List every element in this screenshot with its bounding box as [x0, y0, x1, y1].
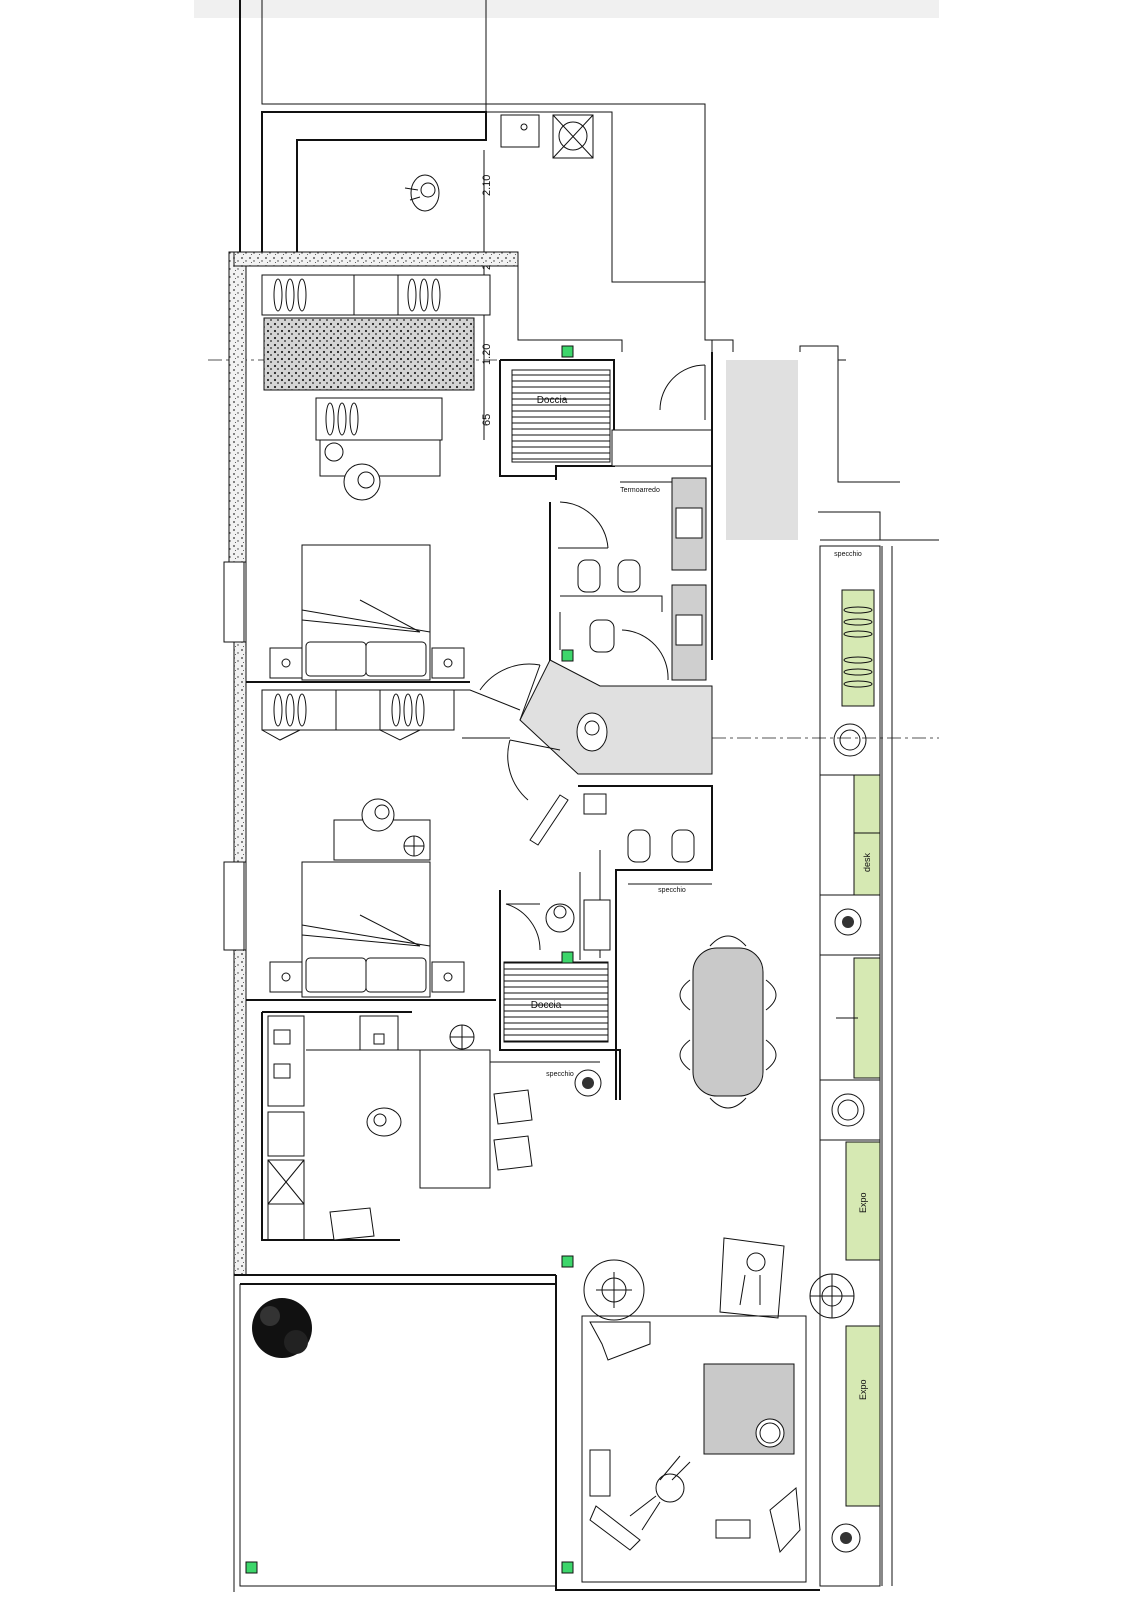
marker-1 [561, 345, 574, 358]
tree [252, 1298, 312, 1358]
nightstand-2b [431, 961, 465, 993]
sofa-frame [581, 1315, 807, 1583]
mirror-label-right: specchio [834, 551, 862, 558]
shower-label-upper: Doccia [537, 395, 568, 406]
floor-lamp [583, 1259, 645, 1321]
expo-panel-2 [845, 1325, 881, 1507]
east-corridor [711, 339, 939, 541]
wardrobe-1c [397, 274, 491, 316]
marker-5 [245, 1561, 258, 1574]
nightstand-1b [431, 647, 465, 679]
mirror-label-bath: specchio [658, 887, 686, 894]
bedroom-2 [246, 798, 496, 1001]
east-cabinetry: specchio desk Expo Expo [809, 545, 893, 1587]
dim-120: 1.20 [481, 344, 493, 365]
kitchen [261, 1011, 533, 1241]
dim-210: 2.10 [481, 175, 493, 196]
wc-upper-2 [589, 619, 615, 653]
expo-panel-1 [845, 1141, 881, 1261]
desk-bedroom-1 [319, 439, 441, 477]
expo-label-2: Expo [858, 1379, 868, 1400]
desk-panel [853, 832, 881, 896]
stool-2 [493, 1135, 533, 1171]
bedroom-1 [246, 274, 491, 683]
dining [679, 935, 777, 1109]
marker-2 [561, 649, 574, 662]
person-kitchen [366, 1107, 402, 1137]
shower-tray-lower [503, 961, 609, 1043]
person-living [629, 1455, 691, 1531]
wardrobe-1a [261, 274, 355, 316]
green-panel-1 [853, 774, 881, 834]
stool-1 [493, 1089, 533, 1125]
top-band [194, 0, 939, 18]
nightstand-1a [269, 647, 303, 679]
wardrobe-row [261, 689, 521, 741]
shower-label-lower: Doccia [531, 1000, 562, 1011]
plant-1 [834, 908, 862, 936]
person-hall [576, 712, 608, 752]
drain-box [500, 114, 540, 148]
towel-rail-label: Termoarredo [620, 487, 660, 494]
shower-tray-upper [511, 369, 611, 463]
person-bedroom-1 [343, 463, 381, 501]
marker-3 [561, 951, 574, 964]
person-bedroom-2 [361, 798, 395, 832]
plant-2 [831, 1523, 861, 1553]
mirror-label-lower: specchio [546, 1071, 574, 1078]
person-bath [545, 903, 575, 933]
kitchen-chair [329, 1207, 375, 1241]
north-terrace [239, 0, 734, 352]
markers [245, 345, 574, 1574]
wardrobe-1b [353, 274, 399, 316]
south-terrace [233, 1274, 556, 1592]
west-wall [223, 251, 623, 1276]
bidet-lower [627, 829, 651, 863]
rug-bedroom-1 [263, 317, 475, 391]
bathroom-upper: Doccia Termoarredo [499, 352, 713, 695]
desk-label: desk [862, 852, 872, 872]
marker-6 [561, 1561, 574, 1574]
bidet-upper [577, 559, 601, 593]
marker-4 [561, 1255, 574, 1268]
expo-label-1: Expo [858, 1192, 868, 1213]
wc-upper [617, 559, 641, 593]
column-2 [831, 1093, 865, 1127]
wc-lower [671, 829, 695, 863]
dim-65: 65 [481, 414, 493, 426]
column-1 [833, 723, 867, 757]
corridor-floor [726, 360, 798, 540]
dining-table [692, 947, 764, 1097]
plant-3 [574, 1069, 602, 1097]
nightstand-2a [269, 961, 303, 993]
living-room [555, 1237, 820, 1591]
dresser-1 [315, 397, 443, 441]
person-terrace [404, 174, 440, 212]
bathroom-lower: specchio Doccia specchio [490, 785, 713, 1100]
armchair [719, 1237, 785, 1319]
